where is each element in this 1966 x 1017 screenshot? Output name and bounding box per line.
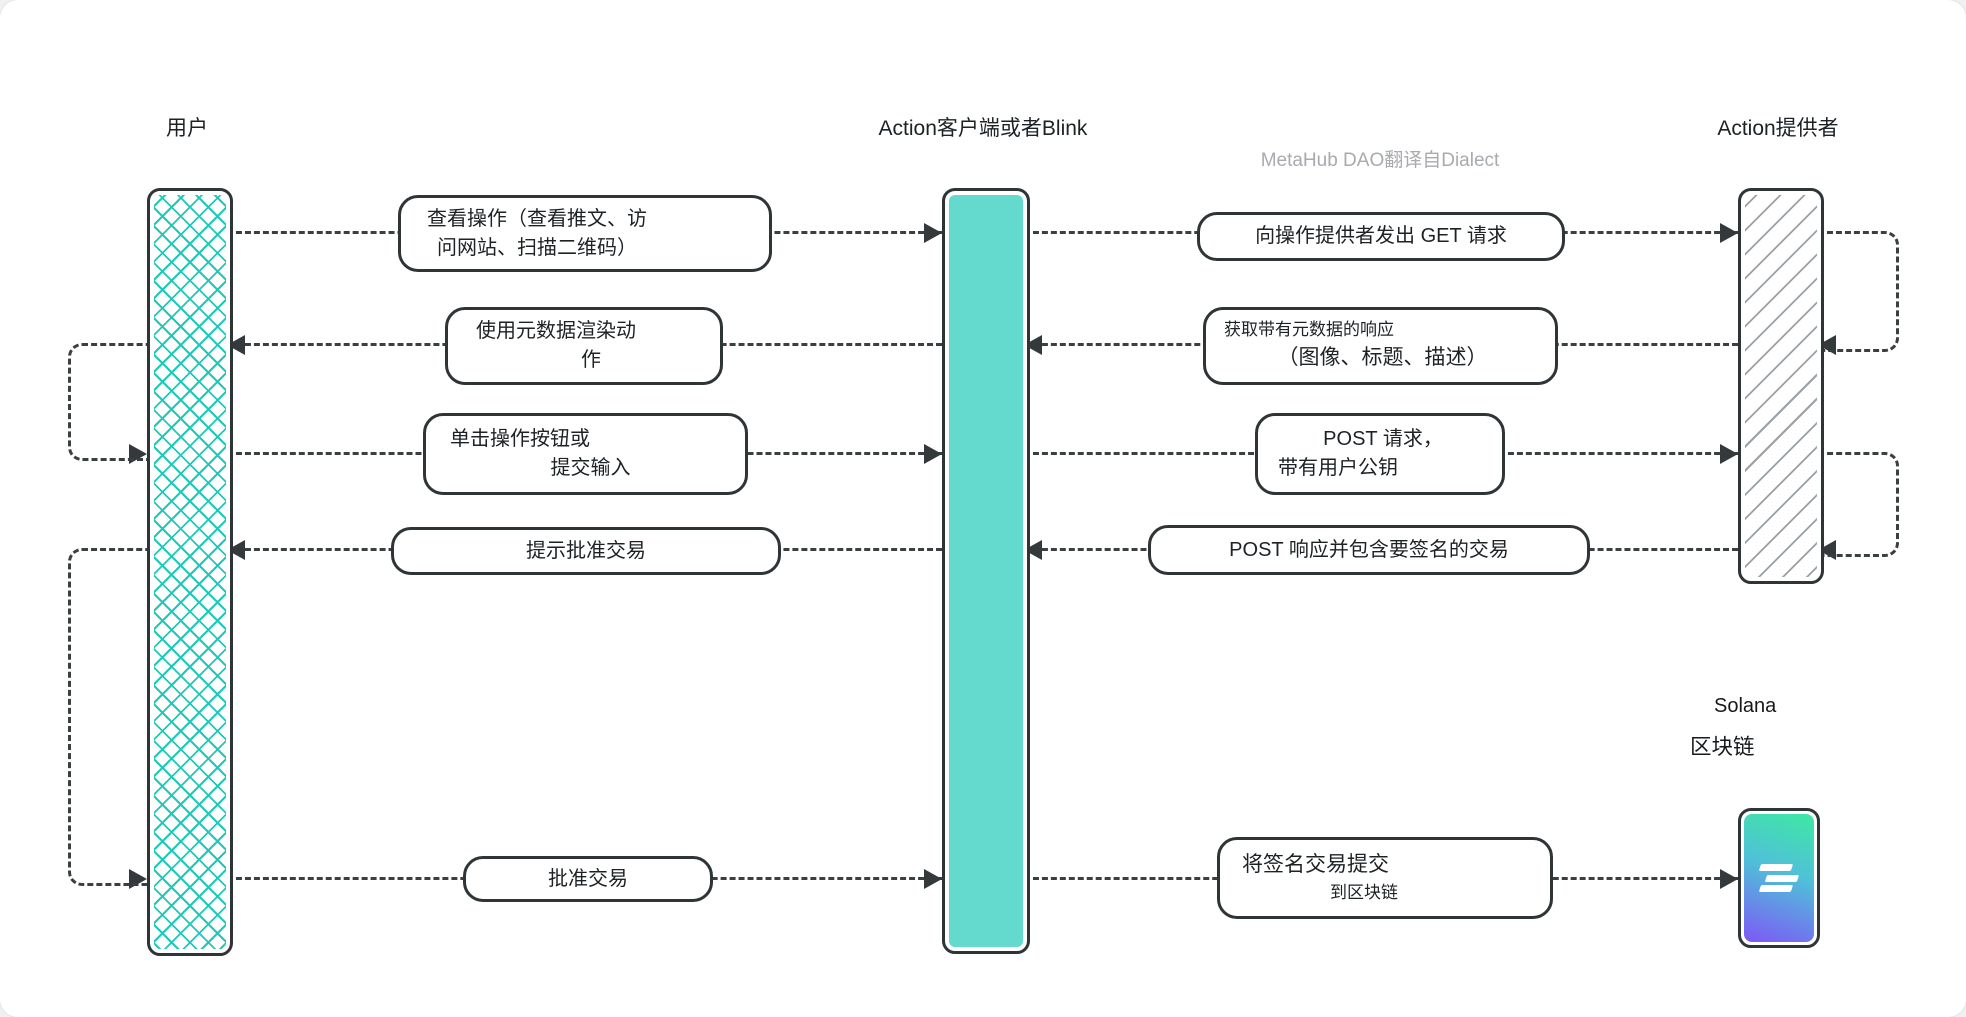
message-box-approve: 批准交易 [463, 856, 713, 902]
message-text: 提示批准交易 [526, 539, 646, 562]
actor-label-provider: Action提供者 [1717, 117, 1839, 140]
message-box-submit-transaction: 将签名交易提交 到区块链 [1217, 837, 1553, 919]
arrowhead-row3-into-client [924, 444, 942, 464]
lifeline-client [942, 188, 1030, 954]
message-text: （图像、标题、描述） [1277, 346, 1488, 370]
message-text: 将签名交易提交 [1242, 853, 1389, 877]
lifeline-user [147, 188, 233, 956]
message-text: 带有用户公钥 [1278, 457, 1398, 479]
message-text: 提交输入 [550, 457, 631, 479]
message-text: 问网站、扫描二维码） [437, 236, 637, 259]
return-loop-provider-top [1818, 231, 1899, 352]
actor-label-client: Action客户端或者Blink [878, 117, 1088, 140]
message-box-prompt-approve: 提示批准交易 [391, 527, 781, 575]
lifeline-provider [1738, 188, 1824, 584]
arrowhead-row5-into-client [924, 869, 942, 889]
message-box-view-action: 查看操作（查看推文、访 问网站、扫描二维码） [398, 195, 772, 272]
message-text: POST 响应并包含要签名的交易 [1229, 538, 1509, 561]
watermark-text: MetaHub DAO翻译自Dialect [1260, 150, 1500, 171]
return-loop-provider-bottom [1818, 452, 1899, 557]
arrowhead-row3-into-provider [1720, 444, 1738, 464]
blockchain-name: Solana [1714, 695, 1777, 717]
message-text: 到区块链 [1330, 882, 1398, 902]
message-text: 使用元数据渲染动 [476, 320, 636, 342]
message-text: 作 [581, 349, 601, 371]
message-text: 查看操作（查看推文、访 [427, 207, 647, 230]
solana-logo-icon [1758, 864, 1800, 892]
return-loop-user-bottom [68, 548, 150, 886]
message-box-get-request: 向操作提供者发出 GET 请求 [1197, 212, 1565, 261]
arrowhead-row1-into-provider [1720, 223, 1738, 243]
actor-label-user: 用户 [166, 117, 208, 140]
message-box-click-button: 单击操作按钮或 提交输入 [423, 413, 748, 495]
blockchain-type: 区块链 [1690, 735, 1755, 759]
message-text: 批准交易 [548, 867, 628, 890]
solana-gradient [1744, 814, 1814, 942]
message-box-post-request: POST 请求， 带有用户公钥 [1255, 413, 1505, 495]
message-box-post-response: POST 响应并包含要签名的交易 [1148, 525, 1590, 575]
arrowhead-row1-into-client [924, 223, 942, 243]
blockchain-node [1738, 808, 1820, 948]
message-box-render-action: 使用元数据渲染动 作 [445, 307, 723, 385]
arrowhead-row5-into-blockchain [1720, 869, 1738, 889]
message-text: 单击操作按钮或 [450, 428, 590, 450]
blockchain-label: Solana 区块链 [1690, 695, 1776, 761]
message-text: POST 请求， [1323, 428, 1443, 450]
return-loop-user-top [68, 343, 150, 461]
message-text: 获取带有元数据的响应 [1224, 320, 1394, 340]
message-text: 向操作提供者发出 GET 请求 [1255, 225, 1507, 247]
message-box-metadata-response: 获取带有元数据的响应 （图像、标题、描述） [1203, 307, 1558, 385]
